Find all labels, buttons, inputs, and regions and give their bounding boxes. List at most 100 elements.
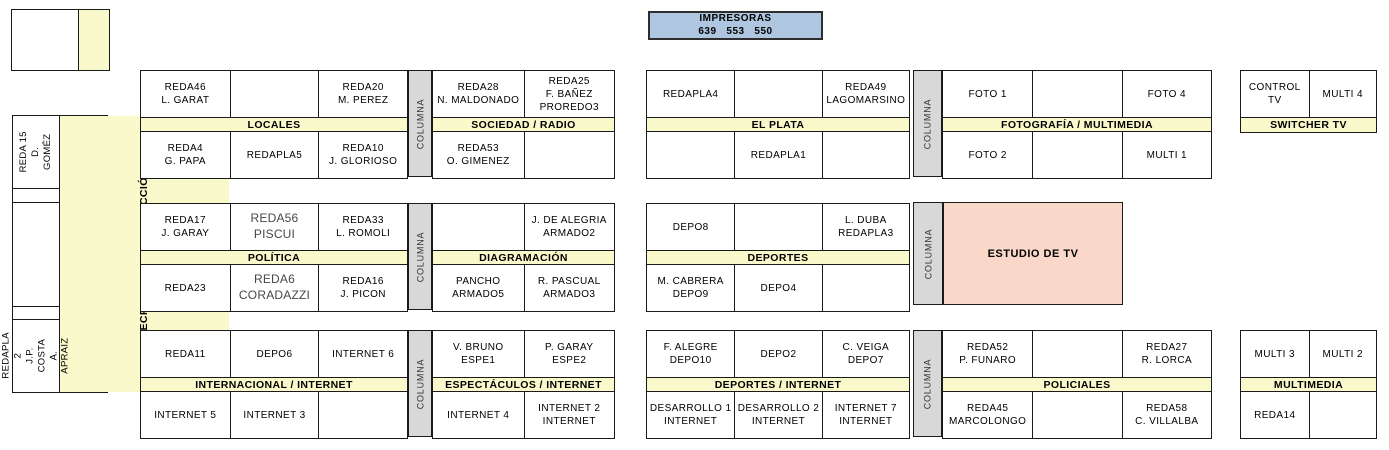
corner-room-white-area	[12, 10, 79, 70]
desk-cell	[523, 132, 615, 178]
desk-cell	[1032, 132, 1121, 178]
desk-cell: REDA52 P. FUNARO	[959, 342, 1017, 366]
section-deportes: DEPO8 L. DUBA REDAPLA3 DEPORTES M. CABRE…	[646, 203, 910, 312]
tv-studio-area: ESTUDIO DE TV	[943, 202, 1123, 305]
section-policiales: REDA52 P. FUNARO REDA27 R. LORCA POLICIA…	[942, 330, 1212, 439]
desk-cell: REDAPLA4	[662, 88, 719, 100]
desk-cell	[13, 203, 59, 307]
columna-label: COLUMNA	[415, 98, 426, 149]
desk-cell: INTERNET 4	[447, 409, 510, 421]
desk-cell	[1032, 392, 1121, 438]
desk-cell: REDAPLA 2 J.P. COSTA A. APRAIZ	[0, 320, 70, 392]
desk-cell: INTERNET 3	[229, 392, 319, 438]
desk-cell	[1308, 392, 1377, 438]
desk-cell: DEPO6	[229, 331, 319, 377]
desk-cell: J. DE ALEGRIA ARMADO2	[523, 204, 615, 250]
section-multimedia: MULTI 3 MULTI 2 MULTIMEDIA REDA14	[1240, 330, 1377, 439]
columna-label: COLUMNA	[923, 228, 934, 279]
desk-cell: REDA56 PISCUI	[229, 204, 319, 250]
desk-cell: INTERNET 2 INTERNET	[523, 392, 615, 438]
desk-cell: REDAPLA5	[229, 132, 319, 178]
desk-cell	[1032, 71, 1121, 117]
desk-cell: INTERNET 7 INTERNET	[821, 392, 909, 438]
desk-cell: REDA11	[165, 348, 206, 360]
desk-cell: DEPO2	[734, 331, 821, 377]
desk-cell: REDA49 LAGOMARSINO	[821, 71, 909, 117]
section-header-policiales: POLICIALES	[943, 377, 1211, 392]
section-header-deportes: DEPORTES	[647, 250, 909, 265]
section-diagramacion: J. DE ALEGRIA ARMADO2 DIAGRAMACIÓN PANCH…	[432, 203, 615, 312]
desk-label: REDAPLA 2 J.P. COSTA A. APRAIZ	[0, 332, 71, 379]
desk-cell	[229, 71, 319, 117]
section-header-fotografia: FOTOGRAFÍA / MULTIMEDIA	[943, 117, 1211, 132]
secretaries-desk-column: REDA 15 D. GOMÉZ REDAPLA 2 J.P. COSTA A.…	[0, 116, 71, 392]
desk-cell: M. CABRERA DEPO9	[657, 276, 724, 300]
desk-cell: REDA20 M. PEREZ	[318, 71, 407, 117]
columna-pillar: COLUMNA	[408, 203, 432, 310]
desk-cell	[1032, 331, 1121, 377]
desk-cell: PANCHO ARMADO5	[452, 276, 505, 300]
desk-cell: MULTI 4	[1308, 71, 1377, 117]
desk-cell	[318, 392, 407, 438]
desk-cell: MULTI 2	[1308, 331, 1377, 377]
desk-cell: DESARROLLO 2 INTERNET	[734, 392, 821, 438]
desk-cell: P. GARAY ESPE2	[523, 331, 615, 377]
section-header-espectaculos: ESPECTÁCULOS / INTERNET	[433, 377, 614, 392]
section-header-el-plata: EL PLATA	[647, 117, 909, 132]
section-el-plata: REDAPLA4 REDA49 LAGOMARSINO EL PLATA RED…	[646, 70, 910, 179]
desk-cell	[13, 189, 59, 203]
desk-cell: DEPO8	[672, 221, 709, 233]
desk-cell: REDA14	[1254, 409, 1296, 421]
section-header-switcher-tv: SWITCHER TV	[1241, 117, 1376, 132]
section-deportes-internet: F. ALEGRE DEPO10 DEPO2 C. VEIGA DEPO7 DE…	[646, 330, 910, 439]
section-politica: REDA17 J. GARAY REDA56 PISCUI REDA33 L. …	[140, 203, 408, 312]
desk-cell: DEPO4	[734, 265, 821, 311]
desk-cell	[734, 204, 821, 250]
columna-pillar: COLUMNA	[913, 202, 943, 305]
desk-cell: REDA16 J. PICON	[318, 265, 407, 311]
section-header-deportes-internet: DEPORTES / INTERNET	[647, 377, 909, 392]
columna-label: COLUMNA	[922, 98, 933, 149]
desk-cell: FOTO 1	[968, 88, 1007, 100]
desk-cell: REDA58 C. VILLALBA	[1121, 392, 1211, 438]
desk-cell: REDA28 N. MALDONADO	[437, 82, 520, 106]
desk-cell: INTERNET 6	[318, 331, 407, 377]
section-fotografia-multimedia: FOTO 1 FOTO 4 FOTOGRAFÍA / MULTIMEDIA FO…	[942, 70, 1212, 179]
desk-cell: REDA10 J. GLORIOSO	[318, 132, 407, 178]
columna-pillar: COLUMNA	[408, 330, 432, 437]
printers-numbers: 639 553 550	[698, 25, 773, 37]
desk-cell: DESARROLLO 1 INTERNET	[649, 403, 732, 427]
desk-cell: REDA23	[164, 282, 206, 294]
columna-label: COLUMNA	[415, 358, 426, 409]
desk-label: REDA 15 D. GOMÉZ	[18, 131, 53, 173]
columna-label: COLUMNA	[415, 231, 426, 282]
desk-cell: C. VEIGA DEPO7	[821, 331, 909, 377]
desk-cell: REDA4 G. PAPA	[164, 143, 206, 167]
section-sociedad-radio: REDA28 N. MALDONADO REDA25 F. BAÑEZ PROR…	[432, 70, 615, 179]
section-header-sociedad-radio: SOCIEDAD / RADIO	[433, 117, 614, 132]
desk-cell	[821, 132, 909, 178]
corner-room-yellow-strip	[79, 10, 109, 70]
desk-cell: REDA45 MARCOLONGO	[948, 403, 1027, 427]
columna-label: COLUMNA	[922, 358, 933, 409]
desk-cell	[647, 132, 734, 178]
section-switcher-tv: CONTROL TV MULTI 4 SWITCHER TV	[1240, 70, 1377, 133]
desk-cell: REDA33 L. ROMOLI	[318, 204, 407, 250]
corner-room-box	[11, 9, 110, 71]
desk-cell: REDA 15 D. GOMÉZ	[13, 116, 59, 189]
columna-pillar: COLUMNA	[913, 70, 942, 177]
section-header-locales: LOCALES	[141, 117, 407, 132]
desk-cell: INTERNET 5	[154, 409, 217, 421]
section-header-diagramacion: DIAGRAMACIÓN	[433, 250, 614, 265]
section-internacional-internet: REDA11 DEPO6 INTERNET 6 INTERNACIONAL / …	[140, 330, 408, 439]
section-header-multimedia: MULTIMEDIA	[1241, 377, 1376, 392]
desk-cell: REDA53 O. GIMENEZ	[446, 143, 510, 167]
desk-cell: MULTI 1	[1121, 132, 1211, 178]
desk-cell: F. ALEGRE DEPO10	[663, 342, 718, 366]
desk-cell: FOTO 4	[1121, 71, 1211, 117]
desk-cell	[433, 204, 524, 250]
section-header-politica: POLÍTICA	[141, 250, 407, 265]
tv-studio-label: ESTUDIO DE TV	[987, 247, 1079, 260]
desk-cell	[821, 265, 909, 311]
desk-cell: MULTI 3	[1254, 348, 1295, 360]
